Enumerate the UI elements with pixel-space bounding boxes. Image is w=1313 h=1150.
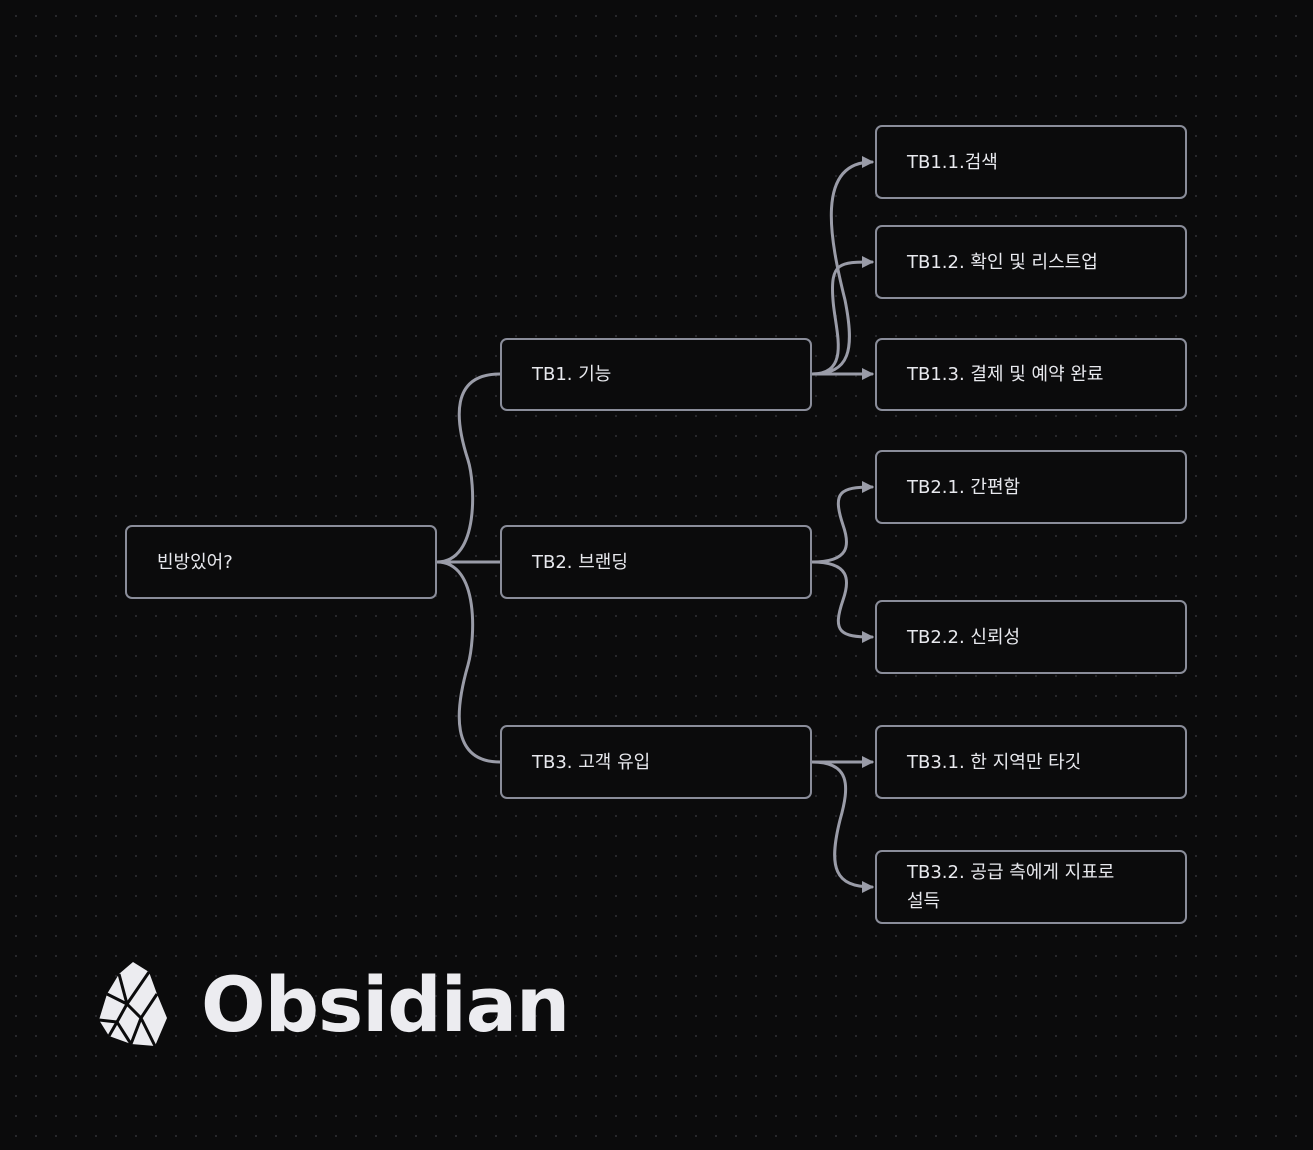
node-tb3[interactable]: TB3. 고객 유입 bbox=[500, 725, 812, 799]
obsidian-logo: Obsidian bbox=[97, 960, 570, 1050]
edge-root-tb3 bbox=[435, 560, 502, 764]
edge-tb3-tb32 bbox=[810, 760, 874, 893]
obsidian-crystal-icon bbox=[98, 962, 167, 1047]
node-tb2-1[interactable]: TB2.1. 간편함 bbox=[875, 450, 1187, 524]
node-root[interactable]: 빈방있어? bbox=[125, 525, 437, 599]
edge-tb1-tb11 bbox=[810, 156, 874, 376]
node-tb1[interactable]: TB1. 기능 bbox=[500, 338, 812, 411]
node-tb2-2[interactable]: TB2.2. 신뢰성 bbox=[875, 600, 1187, 674]
edge-tb2-tb21 bbox=[810, 481, 874, 564]
node-tb3-2[interactable]: TB3.2. 공급 측에게 지표로 설득 bbox=[875, 850, 1187, 924]
obsidian-wordmark: Obsidian bbox=[201, 960, 570, 1049]
edge-root-tb1 bbox=[435, 372, 502, 564]
node-tb2[interactable]: TB2. 브랜딩 bbox=[500, 525, 812, 599]
edge-tb1-tb12 bbox=[810, 256, 874, 376]
node-tb2-1-label: TB2.1. 간편함 bbox=[907, 476, 1021, 498]
node-tb2-2-label: TB2.2. 신뢰성 bbox=[907, 626, 1021, 648]
edge-tb2-tb22 bbox=[810, 560, 874, 643]
node-tb1-1-label: TB1.1.검색 bbox=[907, 151, 998, 173]
node-tb1-3-label: TB1.3. 결제 및 예약 완료 bbox=[907, 364, 1104, 385]
node-tb1-1[interactable]: TB1.1.검색 bbox=[875, 125, 1187, 199]
node-root-label: 빈방있어? bbox=[157, 551, 233, 573]
node-tb3-label: TB3. 고객 유입 bbox=[532, 751, 651, 773]
node-tb3-1-label: TB3.1. 한 지역만 타깃 bbox=[907, 751, 1082, 773]
node-tb1-label: TB1. 기능 bbox=[532, 364, 612, 385]
node-tb2-label: TB2. 브랜딩 bbox=[532, 551, 628, 573]
node-tb1-2-label: TB1.2. 확인 및 리스트업 bbox=[907, 251, 1098, 273]
node-tb3-1[interactable]: TB3.1. 한 지역만 타깃 bbox=[875, 725, 1187, 799]
node-tb1-3[interactable]: TB1.3. 결제 및 예약 완료 bbox=[875, 338, 1187, 411]
node-tb1-2[interactable]: TB1.2. 확인 및 리스트업 bbox=[875, 225, 1187, 299]
node-tb3-2-label: TB3.2. 공급 측에게 지표로 설득 bbox=[907, 862, 1115, 912]
